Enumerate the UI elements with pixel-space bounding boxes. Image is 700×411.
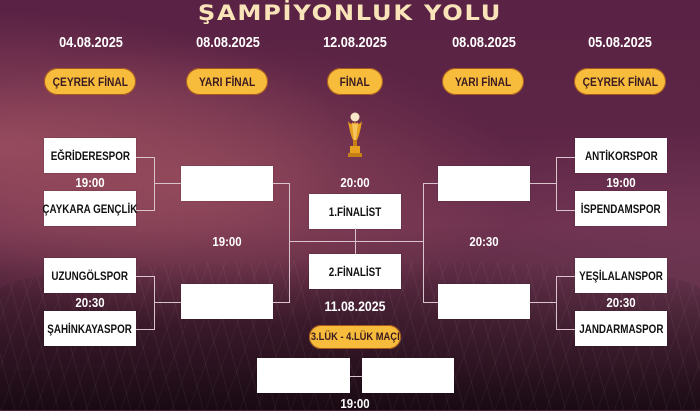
page-title: ŞAMPİYONLUK YOLU [197,1,503,25]
bracket-line [154,276,155,330]
team-box-left-qf1-team1: EĞRİDERESPOR [44,138,136,173]
date-qf-right: 05.08.2025 [588,34,652,51]
bracket-line [556,157,557,211]
bracket-line [556,276,557,330]
match-time-left-sf: 19:00 [212,234,242,249]
team-box-final-team2: 2.FİNALİST [309,254,401,289]
third-place-label: 3.LÜK - 4.LÜK MAÇI [309,325,401,349]
date-sf-right: 08.08.2025 [452,34,516,51]
team-box-third-place-team1 [257,358,350,393]
bracket-line [289,183,290,303]
date-final: 12.08.2025 [323,34,387,51]
date-qf-left: 04.08.2025 [59,34,123,51]
date-sf-left: 08.08.2025 [196,34,260,51]
bracket-line [136,329,154,330]
bracket-line [154,157,155,211]
third-place-date: 11.08.2025 [324,298,386,314]
bracket-line [273,302,289,303]
bracket-line [289,241,423,242]
bracket-line [556,157,575,158]
match-time-third-place: 19:00 [340,396,370,411]
round-label-qf-left: ÇEYREK FİNAL [44,68,136,95]
team-box-left-sf-team1 [181,166,273,201]
bracket-line [423,183,424,303]
round-label-sf-left: YARI FİNAL [186,68,268,95]
bracket-line [136,276,154,277]
bracket-line [530,183,556,184]
bracket-line [154,183,181,184]
match-time-final: 20:00 [340,175,370,190]
team-box-third-place-team2 [362,358,454,393]
team-box-right-qf1-team1: ANTİKORSPOR [575,138,667,173]
bracket-line [556,210,575,211]
match-time-left-qf2: 20:30 [75,295,105,310]
bracket-line [154,302,181,303]
bracket-line [273,183,289,184]
team-box-right-qf1-team2: İSPENDAMSPOR [575,191,667,226]
team-box-right-sf-team1 [438,166,530,201]
bracket-line [355,228,356,254]
bracket-line [350,376,362,377]
bracket-line [530,302,556,303]
bracket-line [423,183,438,184]
team-box-left-qf2-team2: ŞAHİNKAYASPOR [44,311,136,346]
bracket-line [423,302,438,303]
match-time-left-qf1: 19:00 [75,175,105,190]
team-box-final-team1: 1.FİNALİST [309,194,401,229]
match-time-right-sf: 20:30 [469,234,499,249]
match-time-right-qf1: 19:00 [606,175,636,190]
bracket-line [556,276,575,277]
round-label-sf-right: YARI FİNAL [442,68,524,95]
bracket-line [136,210,154,211]
team-box-left-qf1-team2: ÇAYKARA GENÇLİK [43,191,137,226]
team-box-left-qf2-team1: UZUNGÖLSPOR [44,258,136,293]
bracket-line [556,329,575,330]
round-label-final: FİNAL [327,68,383,95]
trophy-icon [348,112,362,157]
round-label-qf-right: ÇEYREK FİNAL [574,68,666,95]
team-box-left-sf-team2 [181,284,273,319]
team-box-right-sf-team2 [438,284,530,319]
team-box-right-qf2-team1: YEŞİLALANSPOR [575,258,667,293]
team-box-right-qf2-team2: JANDARMASPOR [575,311,667,346]
bracket-line [136,157,154,158]
match-time-right-qf2: 20:30 [606,295,636,310]
